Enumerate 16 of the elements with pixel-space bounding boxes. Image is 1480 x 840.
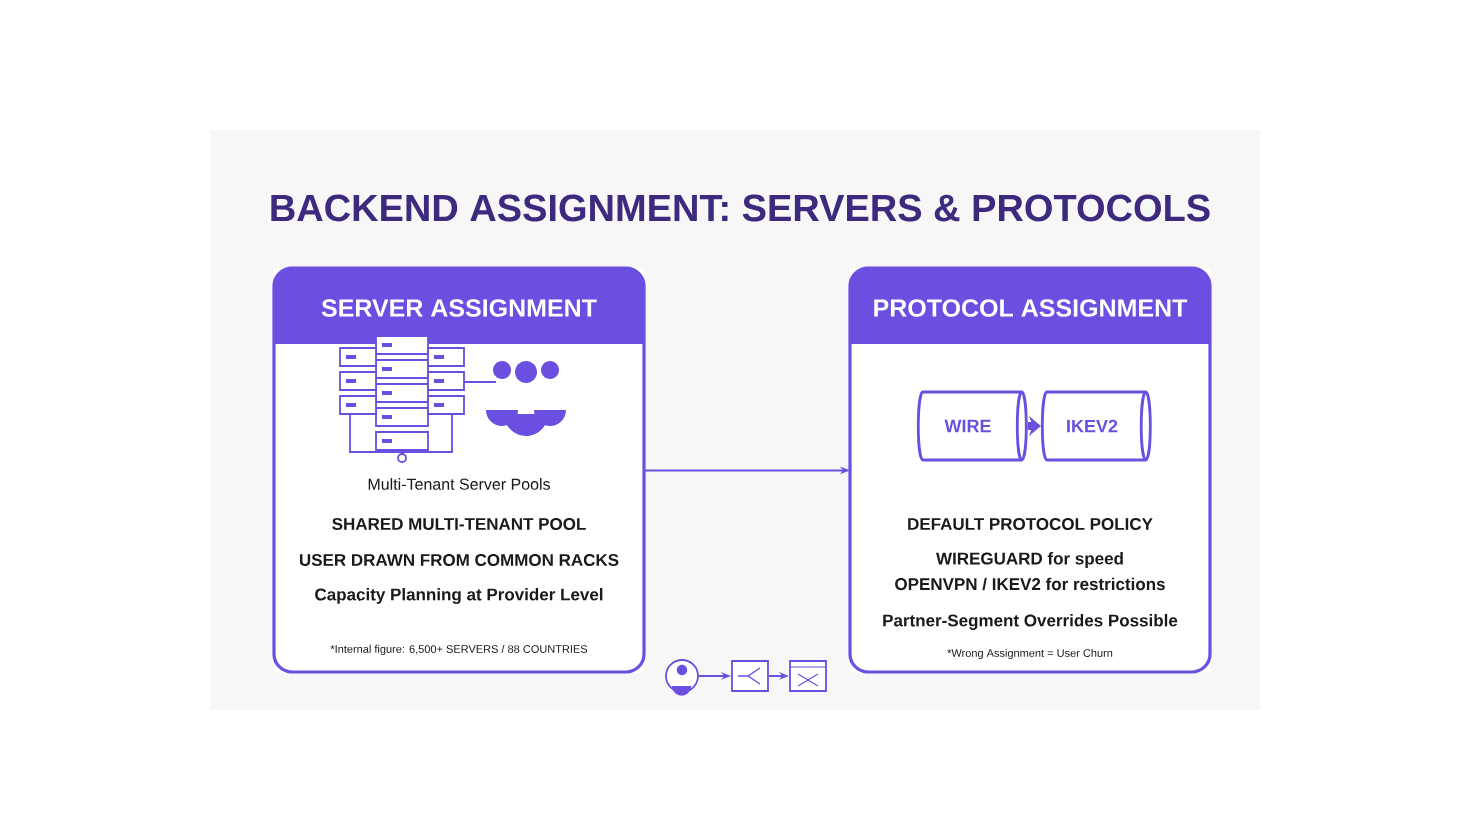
title: BACKEND ASSIGNMENT: SERVERS & PROTOCOLS [271, 194, 1210, 222]
body-text: DEFAULT PROTOCOL POLICY [908, 518, 1153, 530]
body-text: WIREGUARD for speed [936, 552, 1123, 568]
body-text: OPENVPN / IKEV2 for restrictions [895, 577, 1165, 591]
card-heading: PROTOCOL ASSIGNMENT [874, 299, 1188, 317]
pool-label: Multi-Tenant Server Pools [368, 478, 550, 490]
body-text: Partner-Segment Overrides Possible [883, 614, 1178, 630]
flow-icon [731, 660, 769, 692]
body-text: Capacity Planning at Provider Level [315, 588, 603, 604]
body-text: USER DRAWN FROM COMMON RACKS [299, 554, 619, 566]
card [272, 266, 646, 674]
flow-icon [789, 660, 827, 692]
person-icon [665, 659, 699, 696]
card-heading: SERVER ASSIGNMENT [321, 299, 597, 317]
card [848, 266, 1212, 674]
body-text: SHARED MULTI-TENANT POOL [332, 518, 586, 530]
